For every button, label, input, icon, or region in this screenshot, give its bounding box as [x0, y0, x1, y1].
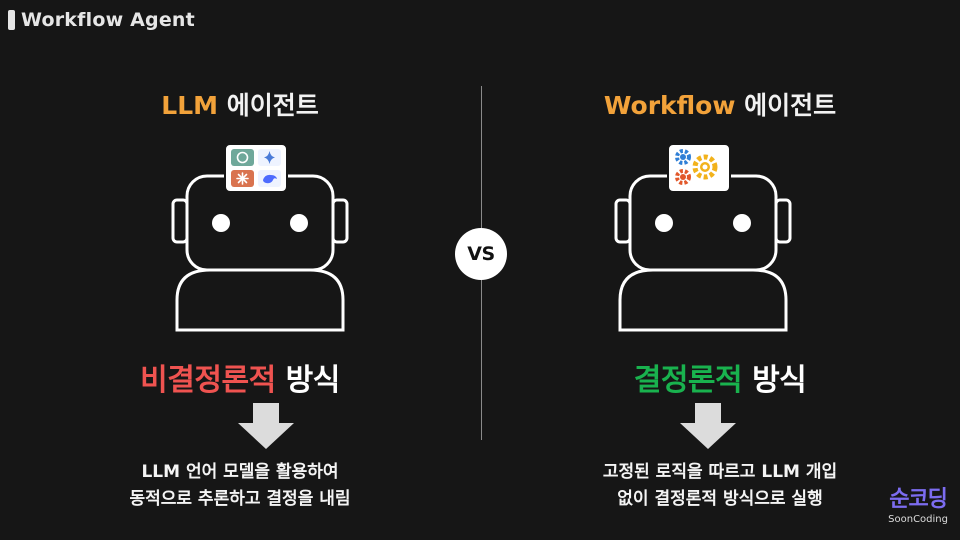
llm-robot-illustration	[171, 143, 349, 332]
down-arrow-icon	[238, 403, 294, 449]
title-accent: Workflow	[603, 91, 736, 120]
workflow-agent-title: Workflow 에이전트	[480, 86, 960, 122]
down-arrow-icon	[680, 403, 736, 449]
vs-badge: VS	[455, 228, 507, 280]
deepseek-icon	[258, 170, 281, 187]
desc-line: 고정된 로직을 따르고 LLM 개입	[602, 462, 838, 482]
title-rest: 에이전트	[218, 91, 319, 120]
mode-highlight: 비결정론적	[140, 363, 276, 398]
title-rest: 에이전트	[735, 91, 837, 120]
robot-eye-icon	[290, 214, 308, 232]
chatgpt-icon	[231, 149, 254, 166]
desc-line: LLM 언어 모델을 활용하여	[141, 462, 339, 482]
header-bar	[8, 10, 15, 30]
logo-sub: SoonCoding	[888, 514, 948, 525]
workflow-mode-label: 결정론적 방식	[480, 355, 960, 399]
sooncoding-logo: 순코딩 SoonCoding	[888, 488, 948, 526]
robot-head-icon	[171, 174, 349, 332]
mode-rest: 방식	[275, 363, 341, 398]
orange-gear-icon	[675, 169, 691, 185]
mode-highlight: 결정론적	[633, 363, 743, 398]
claude-icon	[231, 170, 254, 187]
blue-gear-icon	[675, 149, 691, 165]
robot-head-icon	[614, 174, 792, 332]
header-title: Workflow Agent	[21, 9, 195, 31]
robot-eye-icon	[733, 214, 751, 232]
llm-agent-title: LLM 에이전트	[0, 86, 480, 122]
yellow-gear-icon	[692, 154, 718, 180]
workflow-description: 고정된 로직을 따르고 LLM 개입 없이 결정론적 방식으로 실행	[480, 459, 960, 513]
robot-eye-icon	[212, 214, 230, 232]
header: Workflow Agent	[8, 9, 195, 31]
llm-mode-label: 비결정론적 방식	[0, 355, 480, 399]
workflow-agent-column: Workflow 에이전트 결정론적 방식 고정된 로	[480, 0, 960, 540]
title-accent: LLM	[161, 91, 219, 120]
llm-agent-column: LLM 에이전트	[0, 86, 480, 513]
gemini-icon	[258, 149, 281, 166]
llm-description: LLM 언어 모델을 활용하여 동적으로 추론하고 결정을 내림	[0, 459, 480, 513]
mode-rest: 방식	[742, 363, 807, 398]
desc-line: 없이 결정론적 방식으로 실행	[617, 489, 823, 509]
robot-eye-icon	[655, 214, 673, 232]
logo-main: 순코딩	[889, 487, 948, 512]
workflow-robot-illustration	[614, 143, 792, 332]
desc-line: 동적으로 추론하고 결정을 내림	[129, 489, 351, 509]
